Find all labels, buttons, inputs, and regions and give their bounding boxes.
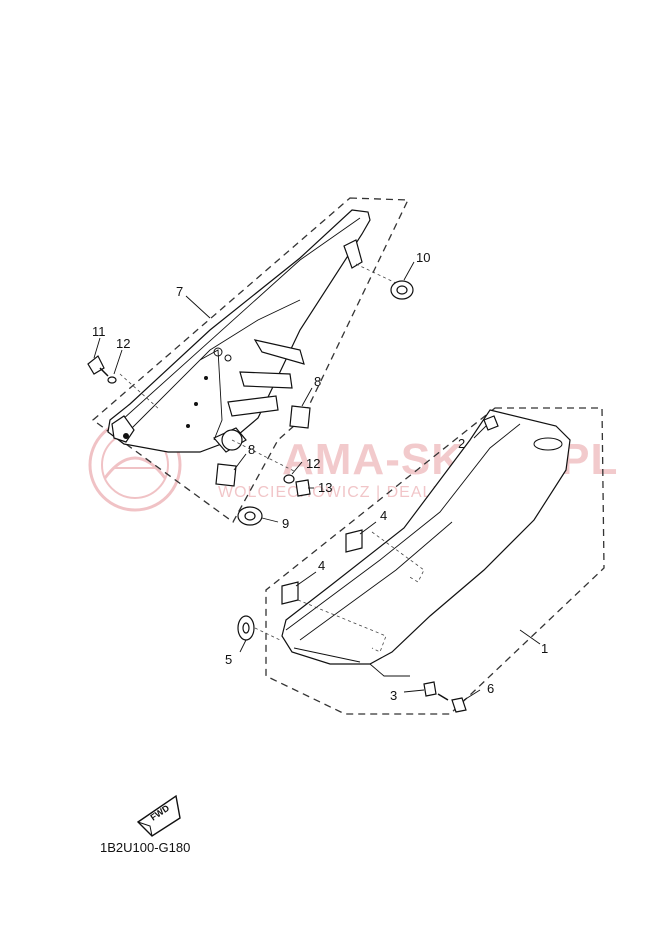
callout-2: 2 [458,436,465,451]
callout-4: 4 [318,558,325,573]
lower-dashed-boundary [265,407,605,715]
fwd-direction-marker: FWD [136,794,181,837]
nut-part-13 [295,479,311,497]
grommet-part-10 [390,280,414,300]
guide-line [355,263,399,285]
guide-line [371,531,425,583]
guide-line [119,373,161,411]
callout-7: 7 [176,284,183,299]
lower-assembly-group [237,407,605,715]
side-cover-part-1 [281,409,571,677]
callout-11: 11 [92,324,106,339]
pad-part-4 [281,581,299,605]
bolt-part-6 [437,693,467,713]
callout-3: 3 [390,688,397,703]
pad-part-8 [215,463,237,487]
callout-12: 12 [116,336,130,351]
screw-part-11 [87,355,109,377]
callout-5: 5 [225,652,232,667]
callout-leaders [93,261,541,701]
washer-part-12 [107,376,117,384]
inner-panel-part-7 [107,209,371,453]
pad-part-8 [289,405,311,429]
grommet-part-5 [237,615,255,641]
grommet-part-9 [237,506,263,526]
upper-assembly-group [87,197,414,526]
callout-8: 8 [314,374,321,389]
callout-10: 10 [416,250,430,265]
upper-dashed-boundary [91,197,410,523]
washer-part-12 [283,474,295,484]
callout-1: 1 [541,641,548,656]
pad-part-4 [345,529,363,553]
callout-9: 9 [282,516,289,531]
callout-labels: 1 2 3 4 4 5 6 7 8 8 9 10 11 12 12 13 [92,250,548,703]
callout-12: 12 [306,456,320,471]
callout-6: 6 [487,681,494,696]
callout-4: 4 [380,508,387,523]
callout-8: 8 [248,442,255,457]
guide-line [254,627,281,641]
collar-part-2 [483,415,499,431]
collar-part-3 [423,681,437,697]
callout-13: 13 [318,480,332,495]
drawing-code: 1B2U100-G180 [100,840,190,855]
guide-line [297,599,387,653]
